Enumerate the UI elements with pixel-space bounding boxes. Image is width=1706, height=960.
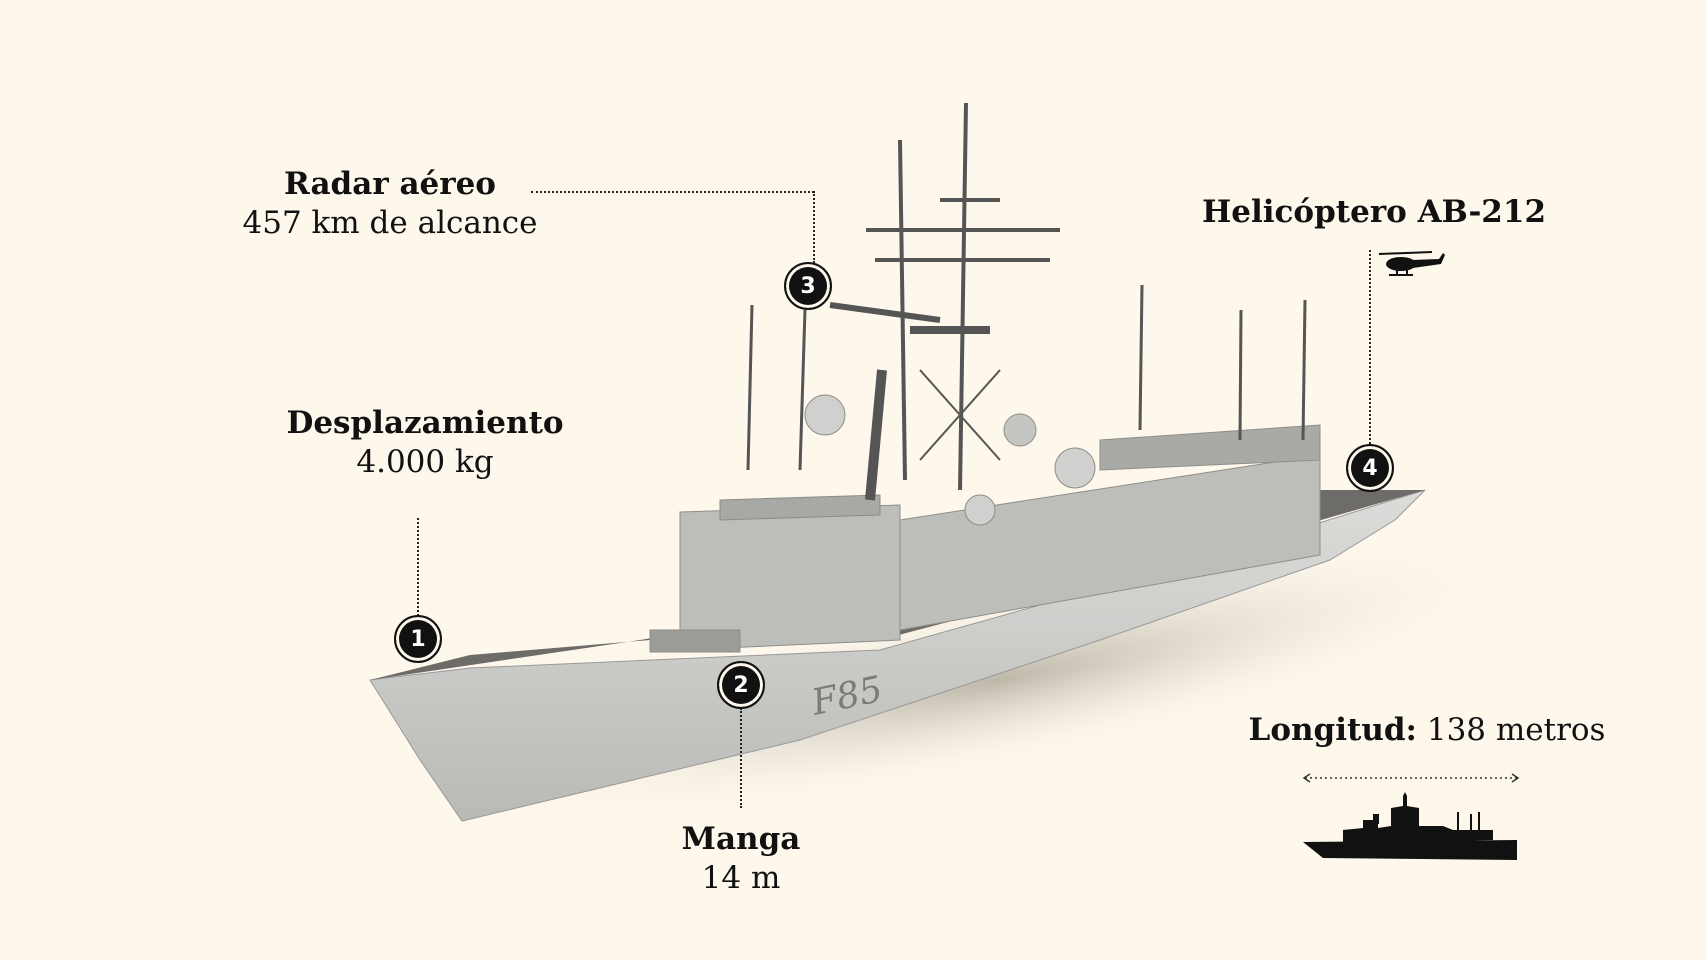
callout-title: Desplazamiento <box>286 405 564 441</box>
leader-line-4 <box>1369 250 1371 444</box>
leader-line-3-vertical <box>813 191 815 263</box>
length-arrow <box>1302 773 1520 783</box>
callout-marker-4[interactable]: 4 <box>1346 444 1394 492</box>
ship-superstructure <box>649 394 1321 653</box>
callout-helicopter: Helicóptero AB-212 <box>1202 193 1546 232</box>
callout-value: 4.000 kg <box>356 443 494 480</box>
ship-masts <box>746 102 1307 501</box>
callout-beam: Manga 14 m <box>682 820 801 898</box>
callout-value: 14 m <box>701 859 781 896</box>
ship-silhouette-icon <box>1303 792 1517 860</box>
helicopter-icon <box>1378 251 1445 276</box>
length-label: Longitud: 138 metros <box>1249 712 1606 748</box>
length-title: Longitud: <box>1248 712 1417 748</box>
callout-title: Manga <box>681 821 801 857</box>
callout-title: Helicóptero AB-212 <box>1201 194 1547 230</box>
leader-line-2 <box>740 708 742 808</box>
leader-line-1 <box>417 518 419 616</box>
length-value: 138 metros <box>1426 712 1606 748</box>
callout-value: 457 km de alcance <box>242 204 538 241</box>
callout-title: Radar aéreo <box>283 166 496 202</box>
callout-displacement: Desplazamiento 4.000 kg <box>286 404 563 482</box>
callout-marker-2[interactable]: 2 <box>717 661 765 709</box>
callout-radar: Radar aéreo 457 km de alcance <box>242 165 537 243</box>
leader-line-3 <box>531 191 814 193</box>
callout-marker-3[interactable]: 3 <box>784 262 832 310</box>
callout-marker-1[interactable]: 1 <box>394 615 442 663</box>
